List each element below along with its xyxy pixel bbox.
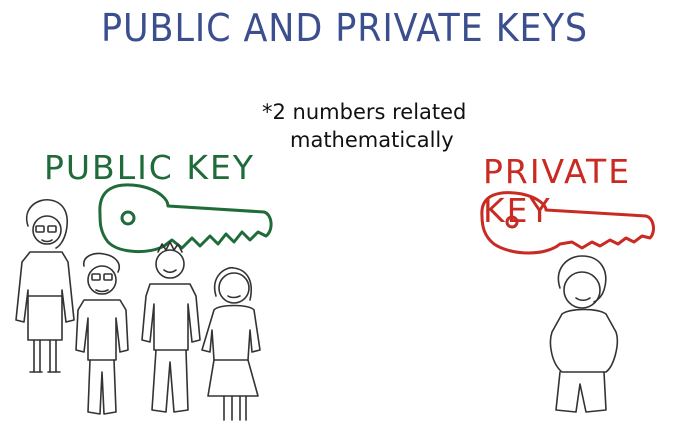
person-icon bbox=[75, 252, 129, 415]
person-icon bbox=[15, 199, 75, 373]
note-text: *2 numbers related mathematically bbox=[262, 98, 492, 154]
note-line-1: *2 numbers related bbox=[262, 100, 467, 124]
note-line-2: mathematically bbox=[290, 128, 454, 152]
green-key-icon bbox=[98, 183, 273, 253]
person-icon bbox=[549, 255, 619, 413]
red-key-icon bbox=[480, 191, 655, 255]
person-icon bbox=[141, 241, 201, 413]
page-title: PUBLIC AND PRIVATE KEYS bbox=[101, 6, 588, 50]
public-key-label: PUBLIC KEY bbox=[44, 148, 255, 187]
person-icon bbox=[201, 267, 261, 421]
private-key-label: PRIVATE KEY bbox=[483, 152, 632, 230]
